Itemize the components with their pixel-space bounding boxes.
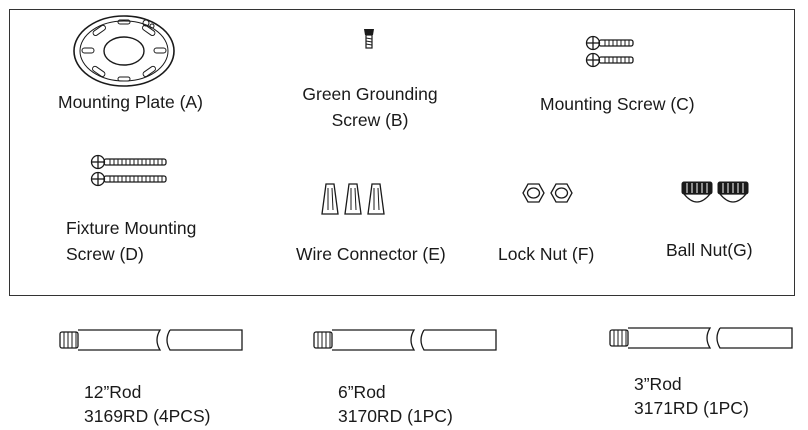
grounding-screw-icon (362, 27, 376, 49)
mounting-screw-icon (585, 35, 637, 69)
ball-nut-label: Ball Nut(G) (666, 240, 753, 260)
fixture-mounting-screw-label-2: Screw (D) (66, 244, 144, 264)
rod-12-part: 3169RD (4PCS) (84, 406, 211, 426)
wire-connector-icon (320, 180, 390, 216)
rod-3-name: 3”Rod (634, 374, 682, 394)
mounting-plate-label: Mounting Plate (A) (58, 92, 203, 112)
fixture-mounting-screw-icon (90, 154, 170, 188)
rod-3-part: 3171RD (1PC) (634, 398, 749, 418)
rod-6-icon (312, 326, 502, 354)
wire-connector-label: Wire Connector (E) (296, 244, 446, 264)
lock-nut-label: Lock Nut (F) (498, 244, 595, 264)
lock-nut-icon (520, 182, 576, 204)
rod-12-icon (58, 326, 248, 354)
rod-12-name: 12”Rod (84, 382, 142, 402)
rod-6-name: 6”Rod (338, 382, 386, 402)
fixture-mounting-screw-label-1: Fixture Mounting (66, 218, 197, 238)
grounding-screw-label-2: Screw (B) (331, 110, 409, 130)
rod-3-icon (608, 324, 798, 352)
mounting-plate-icon (72, 14, 176, 88)
mounting-screw-label: Mounting Screw (C) (540, 94, 695, 114)
hardware-box (9, 9, 795, 296)
grounding-screw-label-1: Green Grounding (302, 84, 438, 104)
rod-6-part: 3170RD (1PC) (338, 406, 453, 426)
ball-nut-icon (680, 180, 752, 208)
